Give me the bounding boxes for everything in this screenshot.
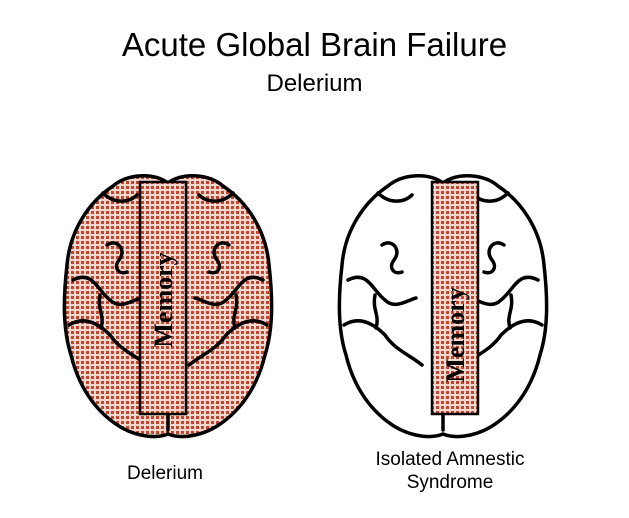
memory-region-label: Memory — [441, 287, 470, 382]
brain-diagram-delerium: Memory — [55, 150, 285, 450]
memory-region-label: Memory — [149, 252, 178, 347]
diagram-title: Acute Global Brain Failure — [0, 26, 629, 64]
caption-delerium: Delerium — [65, 462, 265, 485]
brain-diagram-amnestic: Memory — [330, 150, 560, 450]
diagram-subtitle: Delerium — [0, 70, 629, 98]
caption-isolated-amnestic-syndrome: Isolated Amnestic Syndrome — [335, 448, 565, 494]
